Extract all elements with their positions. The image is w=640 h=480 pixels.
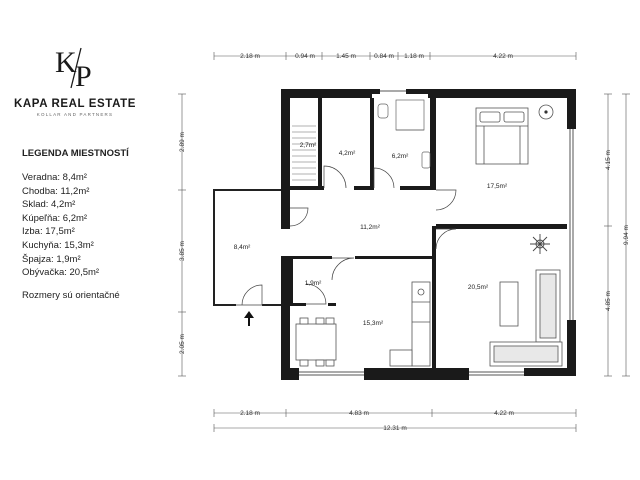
area-hallway: 11,2m² [360,224,381,231]
dim-bottom-2: 4.83 m [349,410,369,417]
area-pantry: 1,9m² [305,280,322,287]
legend-title: LEGENDA MIESTNOSTÍ [22,148,129,159]
brand-tagline: KOLLAR AND PARTNERS [36,112,114,117]
dining-table [295,317,337,367]
living-furniture [489,269,563,367]
area-storage: 4,2m² [339,150,356,157]
monogram-left: K [55,46,77,79]
dim-top-2: 0.94 m [295,53,315,60]
dim-left-1: 2.89 m [179,132,186,152]
legend-item-pantry: Špajza: 1,9m² [22,253,81,265]
legend-item-veranda: Veradna: 8,4m² [22,172,87,183]
legend-note: Rozmery sú orientačné [22,290,120,301]
dim-right-1: 4.15 m [605,150,612,170]
legend-item-bedroom: Izba: 17,5m² [22,226,75,238]
dim-bottom-1: 2.18 m [240,410,260,417]
area-veranda: 8,4m² [234,244,251,251]
dim-left-2: 3.85 m [179,241,186,261]
legend-item-hallway: Chodba: 11,2m² [22,185,90,197]
bed [475,107,529,165]
windows [299,90,574,376]
monogram-right: P [75,60,92,93]
dim-left-3: 2.05 m [179,334,186,354]
brand-name: KAPA REAL ESTATE [13,98,137,110]
dim-total-width: 12.31 m [383,425,407,432]
legend-item-bathroom: Kúpeľňa: 6,2m² [22,212,88,224]
area-bathroom: 6,2m² [392,153,409,160]
stairs [292,125,316,181]
walls [281,89,576,380]
dim-top-6: 4.22 m [493,53,513,60]
dimension-lines [178,52,630,432]
legend-item-kitchen: Kuchyňa: 15,3m² [22,239,94,251]
area-stairs: 2,7m² [300,142,317,149]
legend-list: Veradna: 8,4m² Chodba: 11,2m² Sklad: 4,2… [22,171,99,280]
dim-right-2: 4.85 m [605,291,612,311]
dim-top-1: 2.18 m [240,53,260,60]
dim-top-3: 1.45 m [336,53,356,60]
door-swings [236,165,457,306]
legend-item-storage: Sklad: 4,2m² [22,199,76,211]
area-bedroom: 17,5m² [487,183,508,190]
dim-bottom-3: 4.22 m [494,410,514,417]
dim-top-4: 0.84 m [374,53,394,60]
kitchen-counter [389,281,431,367]
lamp-dot-icon [544,110,548,114]
area-living: 20,5m² [468,284,489,291]
kp-monogram-icon: K P [55,46,92,93]
company-logo: K P [0,38,150,94]
dim-total-height: 9.94 m [623,225,630,245]
legend-item-living: Obývačka: 20,5m² [22,267,100,279]
area-kitchen: 15,3m² [363,320,384,327]
entry-arrow-icon [244,311,254,326]
plant-icon [530,234,550,254]
dim-top-5: 1.18 m [404,53,424,60]
bathroom-fixtures [377,99,431,169]
